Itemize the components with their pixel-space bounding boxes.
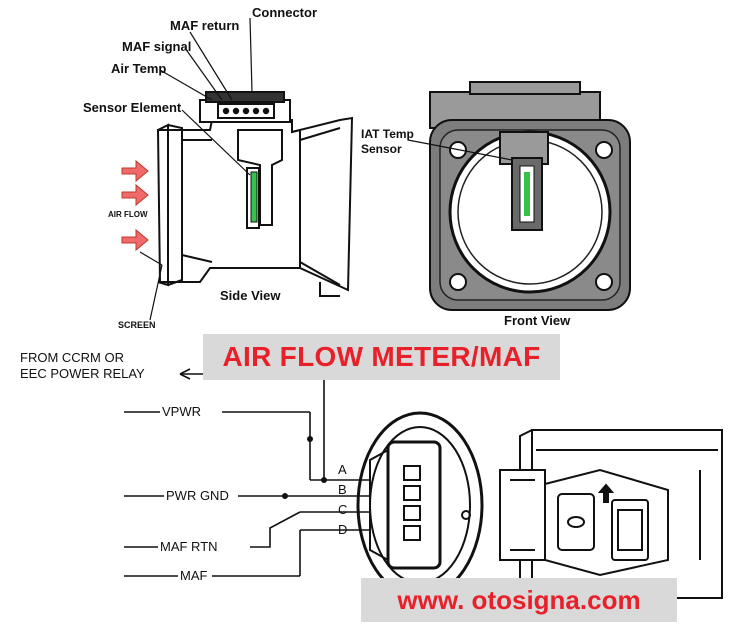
wiring-connector	[350, 411, 484, 599]
air-flow-arrows	[121, 159, 149, 252]
front-view	[407, 81, 631, 311]
pin-d-label: D	[338, 522, 347, 537]
front-view-label: Front View	[504, 313, 571, 328]
wiring-nodes	[282, 436, 327, 499]
pin-c-label: C	[338, 502, 347, 517]
maf-body-illustration	[499, 429, 723, 599]
maf-return-label: MAF return	[170, 18, 239, 33]
iat-temp-label-line1: IAT Temp	[361, 127, 414, 141]
title-banner: AIR FLOW METER/MAF	[203, 334, 560, 380]
pin-a-label: A	[338, 462, 347, 477]
wire-maf-label: MAF	[180, 568, 208, 583]
source-label-line2: EEC POWER RELAY	[20, 366, 145, 381]
wire-vpwr-label: VPWR	[162, 404, 201, 419]
title-banner-text: AIR FLOW METER/MAF	[222, 341, 541, 372]
air-flow-label: AIR FLOW	[108, 210, 148, 219]
iat-temp-label-line2: Sensor	[361, 142, 402, 156]
side-view-leaders	[139, 17, 253, 321]
screen-label: SCREEN	[118, 320, 156, 330]
connector-label: Connector	[252, 5, 317, 20]
maf-signal-label: MAF signal	[122, 39, 191, 54]
wiring-lines	[124, 368, 350, 577]
side-view-label: Side View	[220, 288, 281, 303]
wire-pwr-gnd-label: PWR GND	[166, 488, 229, 503]
wire-maf-rtn-label: MAF RTN	[160, 539, 218, 554]
pin-b-label: B	[338, 482, 347, 497]
source-label-line1: FROM CCRM OR	[20, 350, 124, 365]
side-view	[156, 91, 354, 297]
website-watermark: www. otosigna.com	[361, 578, 677, 622]
website-text: www. otosigna.com	[397, 584, 641, 615]
air-temp-label: Air Temp	[111, 61, 166, 76]
sensor-element-label: Sensor Element	[83, 100, 182, 115]
